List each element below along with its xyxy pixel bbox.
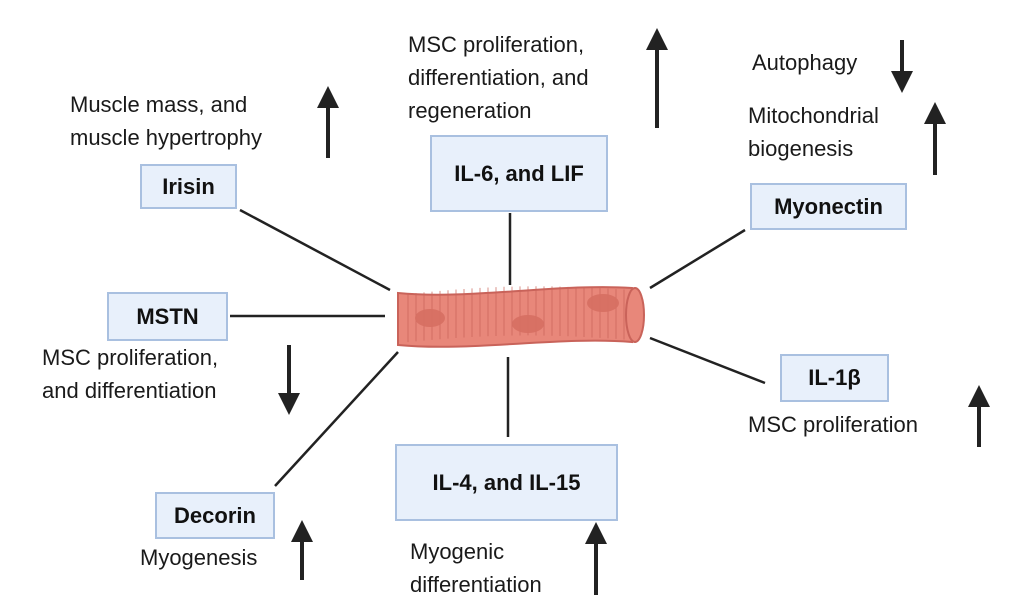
connector-il1b — [649, 336, 766, 385]
arrow-up-icon — [291, 520, 313, 580]
il4-il15-box: IL-4, and IL-15 — [395, 444, 618, 521]
myonectin-effect-autophagy: Autophagy — [752, 50, 858, 75]
arrow-down-icon — [278, 345, 300, 415]
il4-effect-text: Myogenic differentiation — [410, 539, 542, 597]
connector-irisin — [239, 208, 391, 292]
irisin-box: Irisin — [140, 164, 237, 209]
arrow-up-icon — [585, 522, 607, 595]
mstn-effect-text: MSC proliferation, and differentiation — [42, 345, 219, 403]
il6-effect-text: MSC proliferation, differentiation, and … — [408, 32, 589, 123]
arrow-up-icon — [924, 102, 946, 175]
arrow-up-icon — [317, 86, 339, 158]
nucleus-shape — [587, 294, 619, 312]
myonectin-box: Myonectin — [750, 183, 907, 230]
connector-decorin — [274, 351, 399, 487]
nucleus-shape — [415, 309, 445, 327]
nucleus-shape — [512, 315, 544, 333]
arrow-up-icon — [968, 385, 990, 447]
connector-myonectin — [649, 228, 746, 290]
il1b-box: IL-1β — [780, 354, 889, 402]
il1b-effect-text: MSC proliferation — [748, 412, 918, 437]
arrow-up-icon — [646, 28, 668, 128]
muscle-fiber-icon — [397, 286, 645, 348]
myonectin-effect-biogenesis: Mitochondrial biogenesis — [748, 103, 879, 161]
mstn-box: MSTN — [107, 292, 228, 341]
decorin-box: Decorin — [155, 492, 275, 539]
il6-lif-box: IL-6, and LIF — [430, 135, 608, 212]
irisin-effect-text: Muscle mass, and muscle hypertrophy — [70, 92, 262, 150]
arrow-down-icon — [891, 40, 913, 93]
decorin-effect-text: Myogenesis — [140, 545, 258, 570]
